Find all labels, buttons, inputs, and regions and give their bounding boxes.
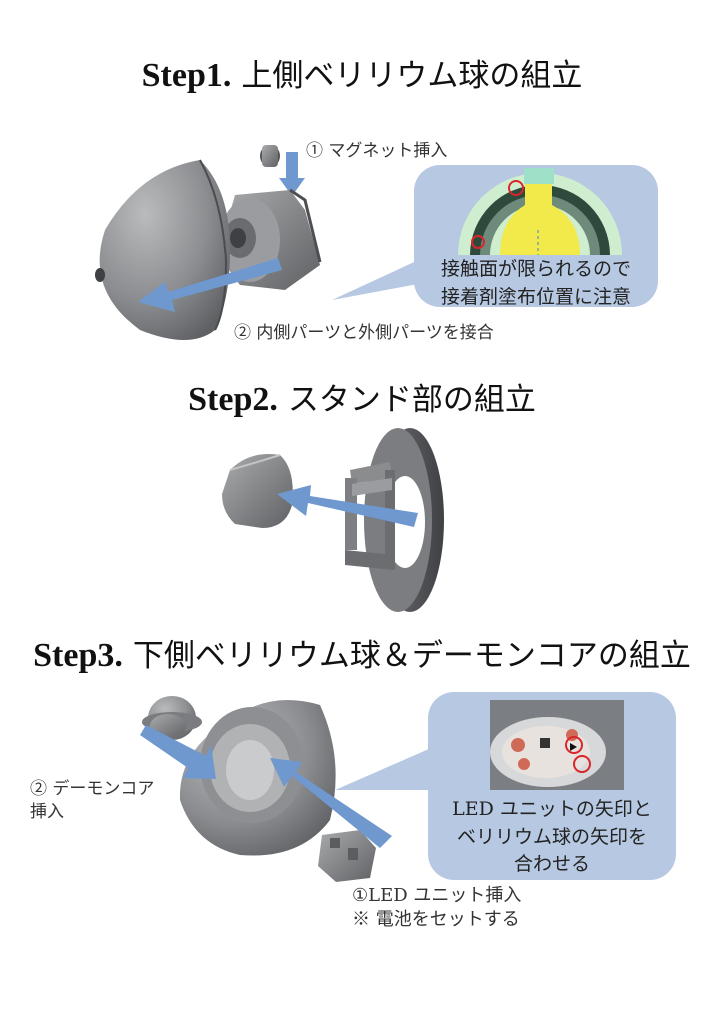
step3-title: Step3. 下側ベリリウム球＆デーモンコアの組立 <box>0 630 724 675</box>
step1-title: Step1.上側ベリリウム球の組立 <box>0 50 724 95</box>
step1-title-text: 上側ベリリウム球の組立 <box>241 58 582 94</box>
step3-led-note-line2: ※ 電池をセットする <box>352 908 521 932</box>
led-photo-image <box>490 700 624 790</box>
step3-bubble-line2: ベリリウム球の矢印を <box>428 824 676 852</box>
demon-core-holder-part <box>222 454 293 528</box>
step1-bubble-line2: 接着剤塗布位置に注意 <box>414 284 658 312</box>
insert-magnet-arrow <box>279 152 305 196</box>
step3-title-text: 下側ベリリウム球＆デーモンコアの組立 <box>133 638 691 674</box>
outer-beryllium-dome <box>95 160 230 340</box>
step3-bubble-line1: LED ユニットの矢印と <box>428 796 676 824</box>
step3-bubble-text: LED ユニットの矢印と ベリリウム球の矢印を 合わせる <box>428 796 676 879</box>
step1-bubble-text: 接触面が限られるので 接着剤塗布位置に注意 <box>414 256 658 311</box>
step3-core-note-line2: 挿入 <box>30 801 154 824</box>
step2-title: Step2. スタンド部の組立 <box>0 374 724 419</box>
step1-bubble-line1: 接触面が限られるので <box>414 256 658 284</box>
step2-title-step: Step2. <box>188 381 278 418</box>
step3-led-note: ①LED ユニット挿入 ※ 電池をセットする <box>352 884 521 933</box>
step1-join-note: ② 内側パーツと外側パーツを接合 <box>234 322 494 345</box>
step3-bubble-line3: 合わせる <box>428 851 676 879</box>
step3-core-note: ② デーモンコア 挿入 <box>30 778 154 824</box>
step1-magnet-note: ① マグネット挿入 <box>306 140 447 163</box>
step1-title-step: Step1. <box>142 57 232 94</box>
led-unit-part <box>318 830 376 882</box>
step3-core-note-line1: ② デーモンコア <box>30 778 154 801</box>
step3-led-note-line1: ①LED ユニット挿入 <box>352 884 521 908</box>
step3-title-step: Step3. <box>33 637 123 674</box>
magnet-part <box>260 145 280 167</box>
step2-title-text: スタンド部の組立 <box>288 382 536 418</box>
